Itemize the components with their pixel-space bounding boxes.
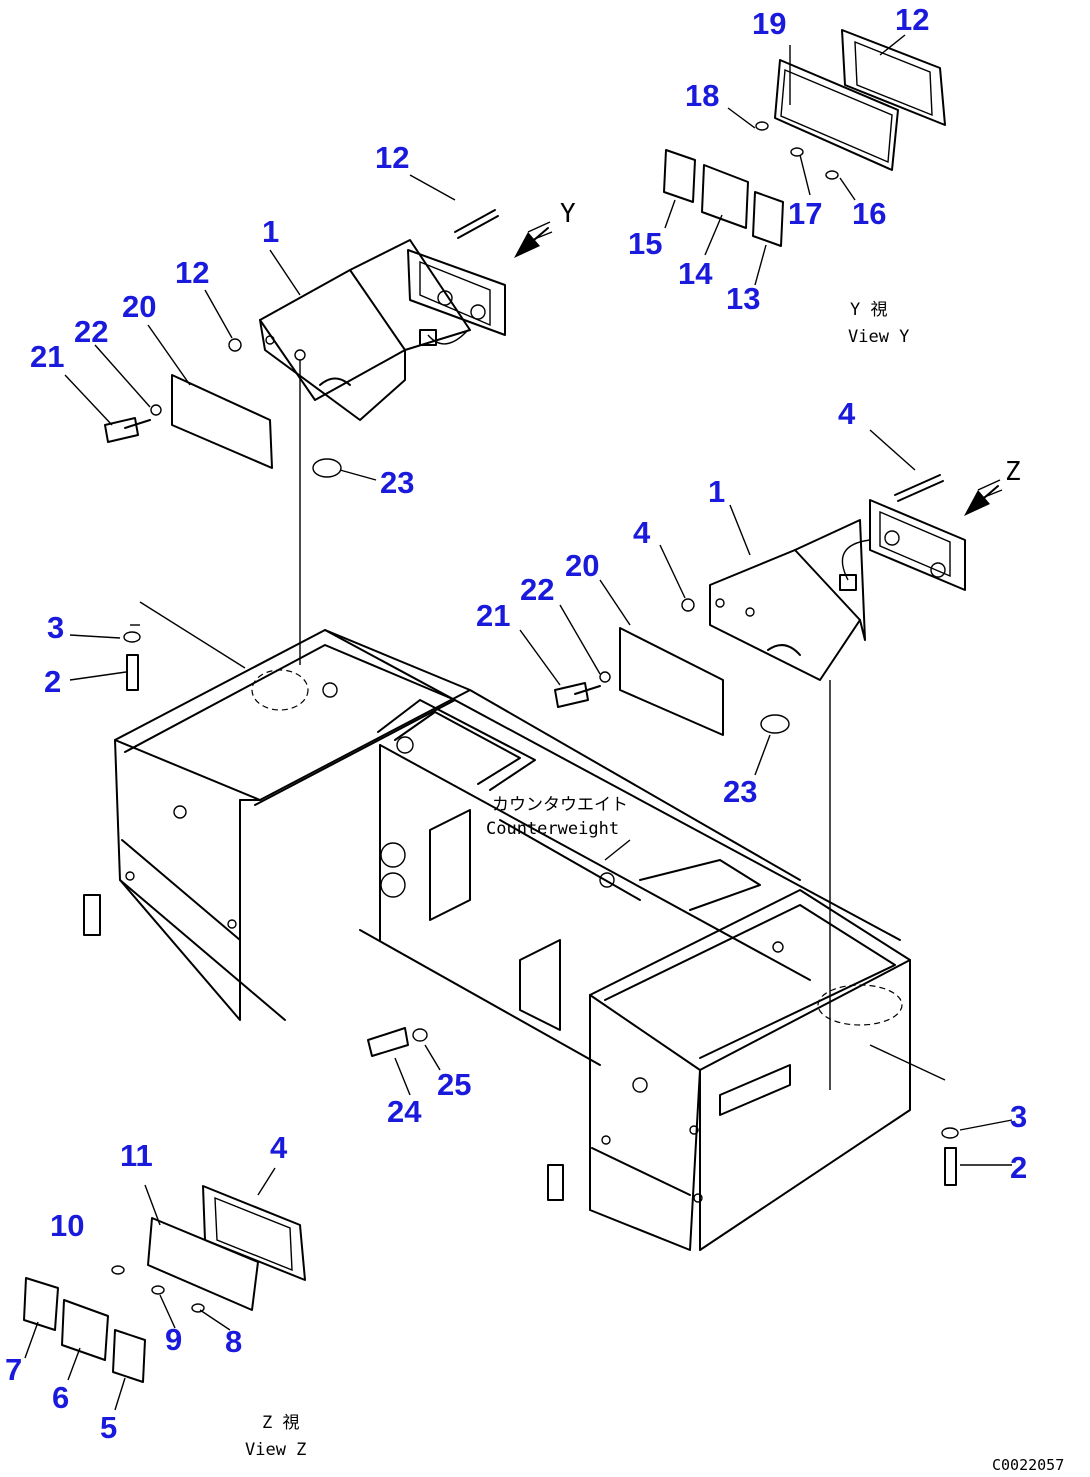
view-y-detail bbox=[663, 29, 946, 247]
view-markers: Y Z bbox=[560, 199, 1021, 487]
view-arrow-z bbox=[964, 479, 1003, 516]
callout-3: 3 bbox=[47, 610, 64, 645]
callout-13: 13 bbox=[726, 281, 760, 316]
callout-14: 14 bbox=[678, 256, 713, 291]
drawing-reference: C0022057 bbox=[992, 1456, 1064, 1474]
view-y-label-en: View Y bbox=[848, 327, 909, 347]
callout-12: 12 bbox=[375, 140, 409, 175]
callout-20: 20 bbox=[122, 289, 156, 324]
callout-numbers: 19 12 18 12 17 16 1 15 14 13 12 20 22 21… bbox=[5, 2, 1027, 1445]
callout-23: 23 bbox=[723, 774, 757, 809]
view-arrow-y bbox=[514, 221, 553, 258]
callout-19: 19 bbox=[752, 6, 786, 41]
callout-4: 4 bbox=[633, 515, 651, 550]
view-labels: Y 視 View Y Z 視 View Z bbox=[245, 300, 909, 1460]
callout-21: 21 bbox=[476, 598, 510, 633]
leader-lines bbox=[24, 34, 1013, 1411]
view-y-marker: Y bbox=[560, 199, 576, 229]
view-z-label-en: View Z bbox=[245, 1440, 306, 1460]
view-y-label-jp: Y 視 bbox=[850, 300, 887, 320]
callout-18: 18 bbox=[685, 78, 719, 113]
callout-20: 20 bbox=[565, 548, 599, 583]
light-assembly-right bbox=[123, 474, 966, 1186]
counterweight-label: カウンタウエイト Counterweight bbox=[486, 795, 628, 839]
callout-16: 16 bbox=[852, 196, 886, 231]
view-z-label-jp: Z 視 bbox=[262, 1413, 299, 1433]
callout-4: 4 bbox=[270, 1130, 288, 1165]
callout-17: 17 bbox=[788, 196, 822, 231]
callout-11: 11 bbox=[120, 1138, 153, 1173]
callout-25: 25 bbox=[437, 1067, 471, 1102]
callout-8: 8 bbox=[225, 1324, 242, 1359]
callout-2: 2 bbox=[44, 664, 61, 699]
callout-1: 1 bbox=[262, 214, 279, 249]
callout-4: 4 bbox=[838, 396, 856, 431]
callout-3: 3 bbox=[1010, 1099, 1027, 1134]
callout-10: 10 bbox=[50, 1208, 84, 1243]
callout-5: 5 bbox=[100, 1410, 117, 1445]
callout-7: 7 bbox=[5, 1352, 22, 1387]
callout-24: 24 bbox=[387, 1094, 422, 1129]
callout-12: 12 bbox=[895, 2, 929, 37]
counterweight-label-jp: カウンタウエイト bbox=[492, 795, 628, 815]
callout-22: 22 bbox=[74, 314, 108, 349]
callout-2: 2 bbox=[1010, 1150, 1027, 1185]
counterweight-body bbox=[83, 629, 911, 1251]
callout-23: 23 bbox=[380, 465, 414, 500]
light-assembly-upper-left bbox=[104, 209, 506, 665]
callout-12: 12 bbox=[175, 255, 209, 290]
callout-1: 1 bbox=[708, 474, 725, 509]
view-z-marker: Z bbox=[1005, 457, 1021, 487]
callout-6: 6 bbox=[52, 1380, 69, 1415]
callout-9: 9 bbox=[165, 1322, 182, 1357]
counterweight-label-en: Counterweight bbox=[486, 819, 619, 839]
callout-21: 21 bbox=[30, 339, 64, 374]
callout-15: 15 bbox=[628, 226, 662, 261]
callout-22: 22 bbox=[520, 572, 554, 607]
view-z-detail bbox=[23, 1185, 306, 1383]
